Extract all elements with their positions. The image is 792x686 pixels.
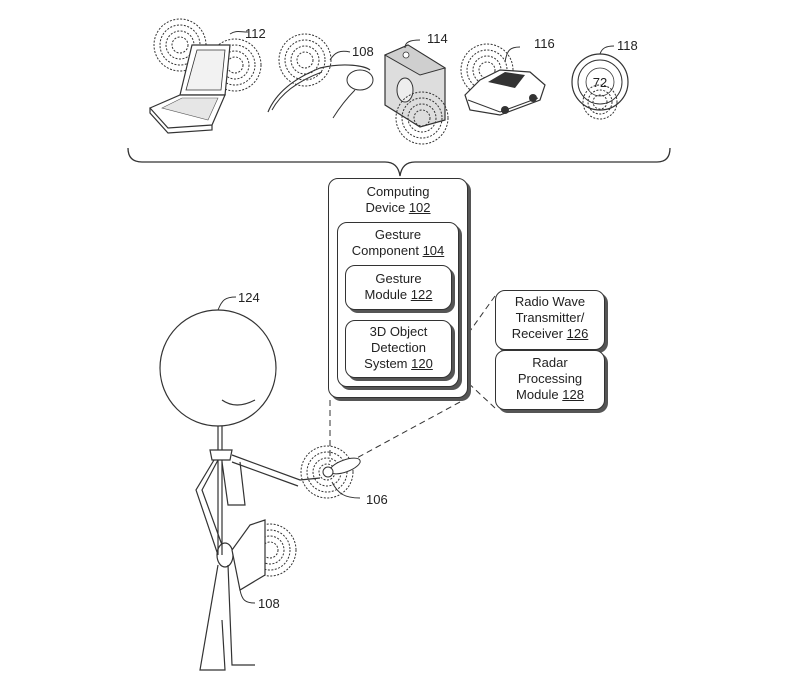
label-116: 116 bbox=[534, 36, 555, 51]
thermostat-display: 72 bbox=[593, 75, 607, 90]
thermostat-icon bbox=[571, 45, 629, 120]
camera-icon bbox=[383, 39, 449, 145]
computing-device-label: Computing Device 102 bbox=[365, 184, 431, 215]
car-icon bbox=[460, 43, 546, 116]
grouping-brace bbox=[127, 147, 671, 177]
label-118: 118 bbox=[617, 38, 638, 53]
radar-processing-box bbox=[495, 350, 605, 410]
radio-transmitter-label: Radio Wave Transmitter/ Receiver 126 bbox=[511, 294, 589, 341]
label-124: 124 bbox=[238, 290, 260, 305]
gesture-component-label: Gesture Component 104 bbox=[351, 227, 445, 258]
radar-processing-label: Radar Processing Module 128 bbox=[516, 355, 584, 402]
wearable-icon bbox=[300, 445, 361, 499]
laptop-icon bbox=[148, 18, 262, 134]
gesture-module-label: Gesture Module 122 bbox=[364, 271, 433, 302]
label-106: 106 bbox=[366, 492, 388, 507]
label-108-tablet: 108 bbox=[258, 596, 280, 611]
detection-system-box bbox=[345, 320, 452, 378]
label-112: 112 bbox=[245, 26, 266, 41]
gesture-module-box bbox=[345, 265, 452, 310]
smart-glasses-icon bbox=[267, 33, 374, 119]
person-figure bbox=[159, 309, 321, 671]
detection-system-label: 3D Object Detection System 120 bbox=[364, 324, 433, 371]
label-108-glasses: 108 bbox=[352, 44, 374, 59]
tablet-icon bbox=[231, 519, 297, 604]
label-114: 114 bbox=[427, 31, 448, 46]
radio-transmitter-box bbox=[495, 290, 605, 350]
